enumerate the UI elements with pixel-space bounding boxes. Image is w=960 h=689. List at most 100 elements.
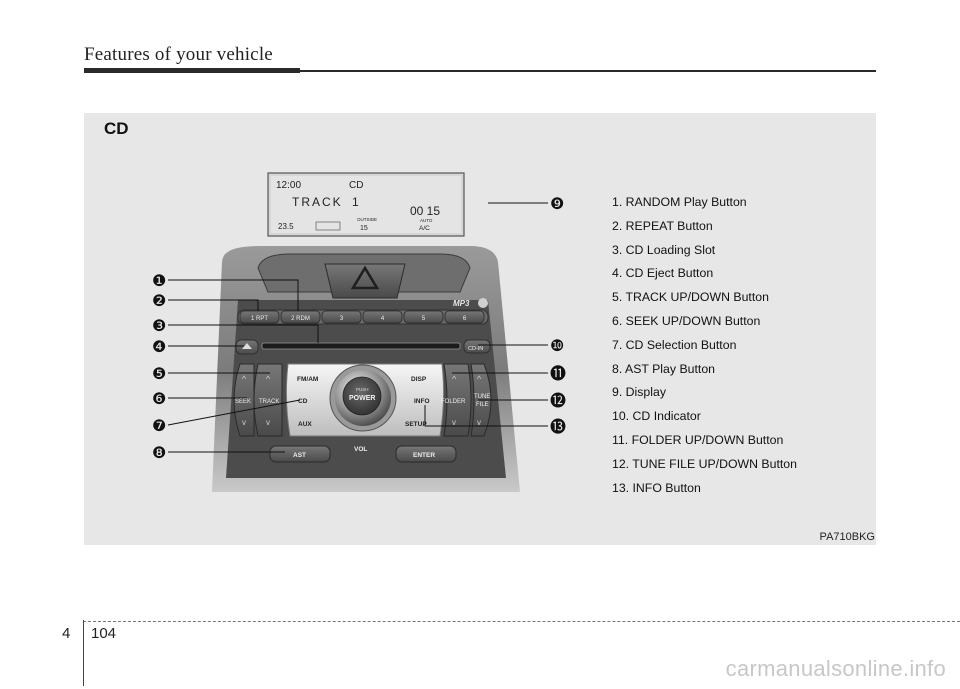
mp3-logo: MP3	[453, 299, 470, 308]
callout-4: ❹	[152, 339, 166, 356]
lcd-mode: CD	[349, 180, 363, 191]
volume-label: VOL	[354, 446, 367, 453]
track-button[interactable]: ^ TRACK v	[253, 363, 283, 437]
disc-icon	[478, 298, 488, 308]
track-down-arrow: v	[266, 418, 270, 427]
legend-item: 5. TRACK UP/DOWN Button	[612, 290, 769, 305]
folder-button[interactable]: ^ FOLDER v	[441, 363, 472, 437]
legend-item: 3. CD Loading Slot	[612, 242, 716, 257]
preset-button-6[interactable]: 6	[444, 310, 485, 324]
button-legend-list: 1. RANDOM Play Button 2. REPEAT Button 3…	[612, 194, 797, 503]
callout-11: ⓫	[550, 365, 566, 383]
hazard-button[interactable]	[257, 253, 471, 299]
lcd-display: 12:00 CD TRACK 1 00 15 23.5 OUTSIDE 15 A…	[267, 172, 465, 237]
fm-am-button[interactable]: FM/AM	[297, 376, 318, 383]
aux-button[interactable]: AUX	[298, 421, 312, 428]
section-title: CD	[104, 119, 129, 138]
ast-button[interactable]: AST	[269, 445, 331, 463]
lcd-track-number: 1	[352, 195, 359, 209]
file-label: FILE	[476, 402, 489, 408]
lcd-clock: 12:00	[276, 180, 301, 191]
page-number: 104	[91, 625, 117, 642]
eject-icon	[242, 343, 252, 349]
folder-down-arrow: v	[452, 418, 456, 427]
callout-3: ❸	[152, 318, 166, 335]
preset-buttons[interactable]: 1 RPT 2 RDM 3 4 5 6	[239, 310, 485, 324]
lcd-auto-label: AUTO	[420, 218, 433, 223]
hazard-triangle-icon	[350, 265, 380, 290]
callout-6: ❻	[152, 391, 166, 408]
cd-in-indicator	[463, 339, 491, 354]
callout-1: ❶	[152, 273, 166, 290]
preset-button-label: 2 RDM	[291, 316, 310, 322]
footer-rule	[83, 621, 960, 622]
folder-up-arrow: ^	[452, 374, 457, 384]
preset-button-2[interactable]: 2 RDM	[280, 310, 321, 324]
disp-button[interactable]: DISP	[411, 376, 427, 383]
callout-10: ❿	[550, 338, 564, 355]
preset-button-5[interactable]: 5	[403, 310, 444, 324]
lcd-temperature: 23.5	[278, 222, 294, 231]
preset-button-label: 4	[381, 316, 385, 322]
cd-button[interactable]: CD	[298, 398, 308, 405]
legend-item: 4. CD Eject Button	[612, 266, 714, 281]
cd-loading-slot[interactable]	[261, 342, 461, 350]
enter-label: ENTER	[413, 452, 435, 459]
lcd-time: 00 15	[410, 204, 440, 218]
callout-2: ❷	[152, 293, 166, 310]
legend-item: 9. Display	[612, 385, 666, 400]
callout-5: ❺	[152, 366, 166, 383]
enter-button[interactable]: ENTER	[395, 445, 457, 463]
seek-up-arrow: ^	[242, 374, 247, 384]
seek-button[interactable]: ^ SEEK v	[233, 363, 255, 437]
header-rule-thick	[84, 68, 300, 73]
preset-button-label: 6	[463, 316, 467, 322]
lcd-outdoor-temp: 15	[360, 225, 368, 232]
legend-item: 10. CD Indicator	[612, 409, 701, 424]
page-header-title: Features of your vehicle	[84, 44, 273, 65]
seek-label: SEEK	[235, 399, 251, 405]
power-label: POWER	[349, 395, 375, 402]
callout-leader-lines	[167, 202, 548, 453]
lcd-outdoor-label: OUTSIDE	[357, 217, 377, 222]
power-push-label: PUSH	[356, 387, 369, 392]
legend-item: 1. RANDOM Play Button	[612, 195, 747, 209]
seek-down-arrow: v	[242, 418, 246, 427]
callout-9: ❾	[550, 196, 564, 213]
legend-item: 7. CD Selection Button	[612, 337, 737, 352]
legend-item: 6. SEEK UP/DOWN Button	[612, 313, 761, 328]
track-up-arrow: ^	[266, 374, 271, 384]
info-button[interactable]: INFO	[414, 398, 430, 405]
watermark: carmanualsonline.info	[725, 656, 946, 681]
cd-in-label: CD-IN	[468, 346, 483, 352]
preset-button-label: 3	[340, 316, 344, 322]
legend-item: 12. TUNE FILE UP/DOWN Button	[612, 456, 797, 471]
fan-level-icon	[315, 221, 341, 231]
folder-label: FOLDER	[441, 399, 466, 405]
preset-button-1[interactable]: 1 RPT	[239, 310, 280, 324]
track-label: TRACK	[259, 399, 279, 405]
ast-label: AST	[293, 452, 306, 459]
lcd-ac-label: A/C	[419, 225, 430, 232]
lcd-track-label: TRACK	[292, 195, 343, 209]
tune-down-arrow: v	[477, 418, 481, 427]
tune-up-arrow: ^	[477, 374, 482, 384]
legend-item: 13. INFO Button	[612, 480, 701, 495]
preset-button-label: 5	[422, 316, 426, 322]
setup-button[interactable]: SETUP	[405, 421, 427, 428]
legend-item: 2. REPEAT Button	[612, 218, 713, 233]
preset-button-label: 1 RPT	[251, 316, 268, 322]
callout-13: ⓭	[550, 418, 566, 436]
page-number-separator	[83, 620, 84, 686]
callout-12: ⓬	[550, 392, 566, 410]
tune-label: TUNE	[474, 394, 490, 400]
preset-button-4[interactable]: 4	[362, 310, 403, 324]
callout-markers: ❶ ❷ ❸ ❹ ❺ ❻ ❼ ❽ ❾ ❿ ⓫ ⓬ ⓭	[152, 196, 566, 462]
preset-button-3[interactable]: 3	[321, 310, 362, 324]
callout-7: ❼	[152, 418, 166, 435]
callout-8: ❽	[152, 445, 166, 462]
legend-item: 11. FOLDER UP/DOWN Button	[612, 432, 784, 447]
figure-code: PA710BKG	[819, 531, 875, 543]
power-volume-knob[interactable]: PUSH POWER	[329, 364, 397, 432]
